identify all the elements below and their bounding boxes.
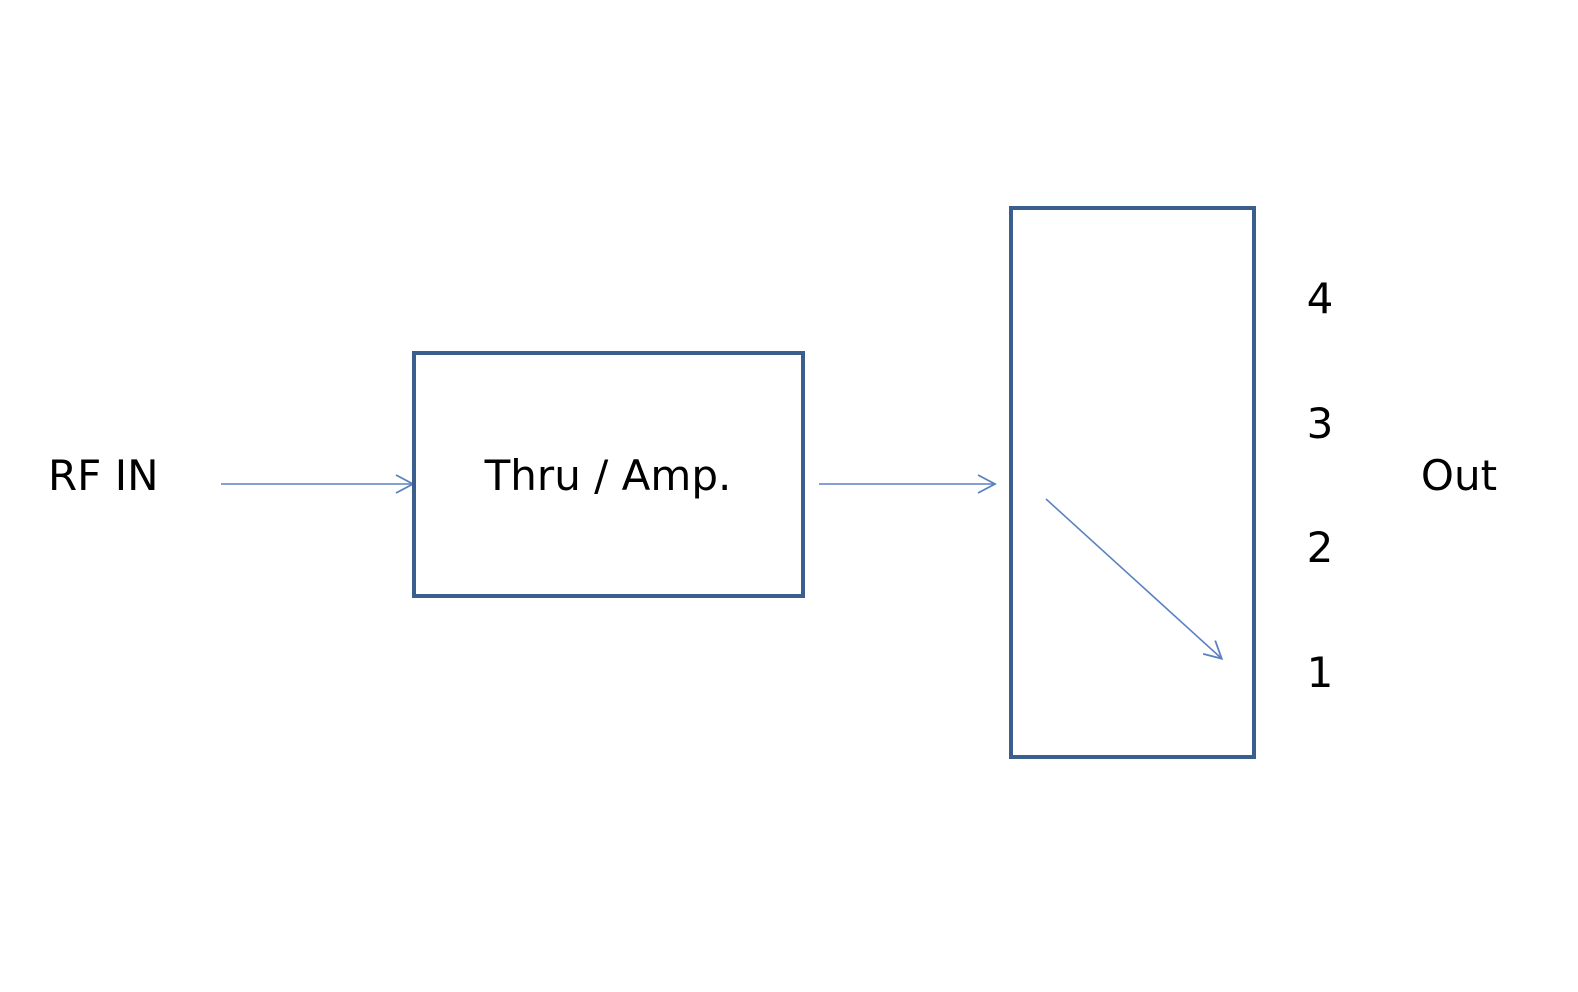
switch-block — [1009, 206, 1256, 759]
out-label: Out — [1421, 451, 1497, 500]
port-label-1: 1 — [1307, 648, 1334, 697]
port-label-2: 2 — [1307, 523, 1334, 572]
port-label-3: 3 — [1307, 399, 1334, 448]
thru-amp-label: Thru / Amp. — [484, 451, 732, 500]
port-label-4: 4 — [1307, 274, 1334, 323]
switch-wiper-arrow — [1045, 498, 1224, 660]
rf-in-label: RF IN — [48, 451, 159, 500]
thru-amp-block — [412, 351, 805, 598]
